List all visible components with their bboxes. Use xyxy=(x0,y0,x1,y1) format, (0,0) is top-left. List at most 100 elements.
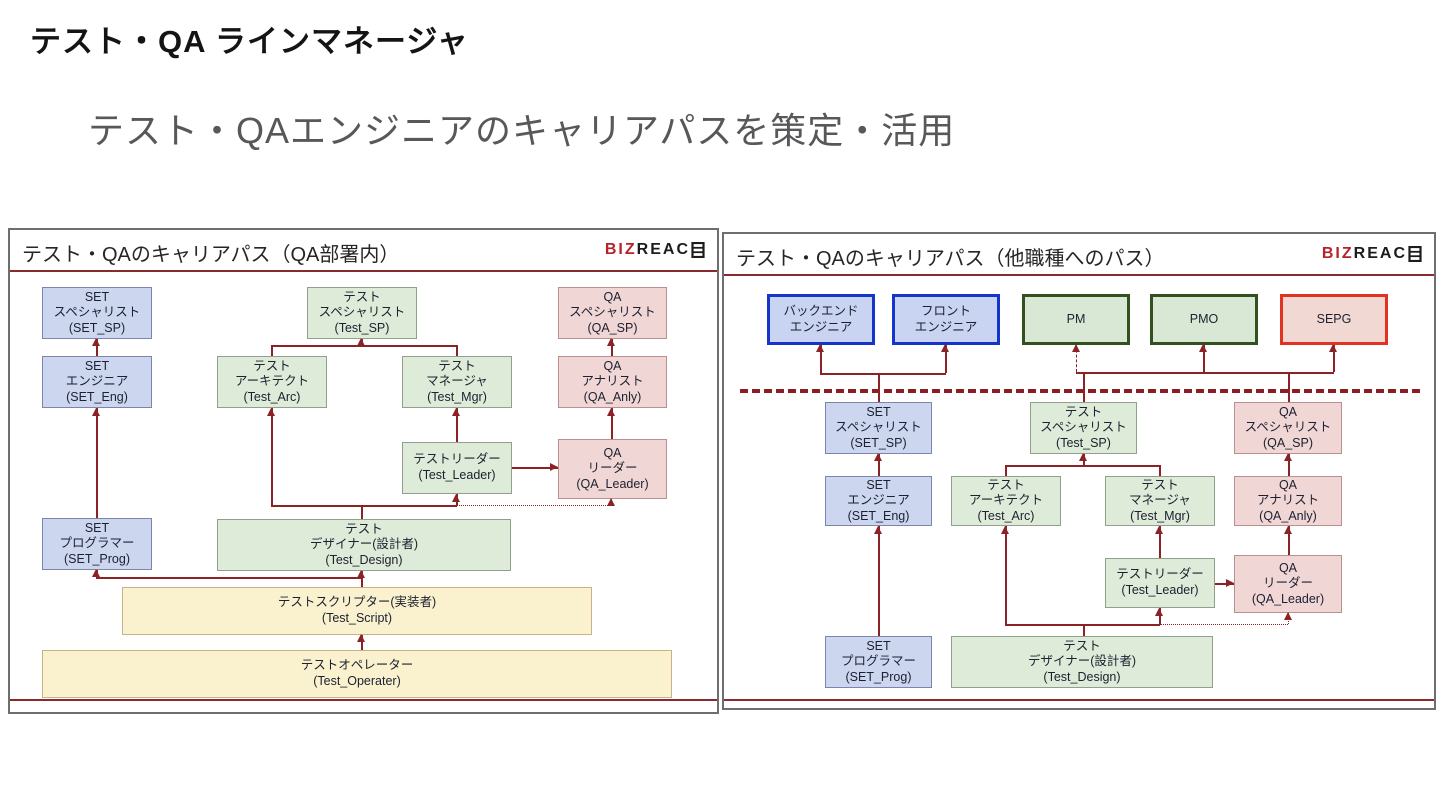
page-title: テスト・QA ラインマネージャ xyxy=(30,24,469,59)
node-right-qa-leader: QA リーダー (QA_Leader) xyxy=(1234,555,1342,613)
page-subtitle: テスト・QAエンジニアのキャリアパスを策定・活用 xyxy=(88,110,956,151)
arrowhead xyxy=(1155,608,1163,616)
node-right-backend-engineer: バックエンド エンジニア xyxy=(767,294,875,345)
logo-stylized-h-icon xyxy=(1408,246,1422,262)
node-left-qa-sp: QA スペシャリスト (QA_SP) xyxy=(558,287,667,339)
connector-pm-pmo-sepg-bus xyxy=(1076,372,1334,374)
header-rule xyxy=(724,274,1434,276)
node-right-set-eng: SET エンジニア (SET_Eng) xyxy=(825,476,932,526)
connector-setprog-seteng xyxy=(96,408,98,518)
connector-design-branch xyxy=(271,505,457,507)
connector-to-sepg xyxy=(1333,345,1335,372)
arrowhead xyxy=(267,408,275,416)
node-left-qa-leader: QA リーダー (QA_Leader) xyxy=(558,439,667,499)
arrowhead xyxy=(92,338,100,346)
connector-testleader-testmgr xyxy=(456,408,458,442)
panel-right-heading: テスト・QAのキャリアパス（他職種へのパス） xyxy=(736,248,1165,270)
connector-design-testleader xyxy=(1159,608,1161,624)
connector-testmgr-up xyxy=(1159,465,1161,476)
connector-seteng-setsp xyxy=(96,339,98,356)
arrowhead xyxy=(1199,344,1207,352)
arrowhead xyxy=(1329,344,1337,352)
node-left-set-eng: SET エンジニア (SET_Eng) xyxy=(42,356,152,408)
node-right-test-leader: テストリーダー (Test_Leader) xyxy=(1105,558,1215,608)
node-right-set-sp: SET スペシャリスト (SET_SP) xyxy=(825,402,932,454)
connector-testmgr-up xyxy=(456,345,458,356)
arrowhead xyxy=(1284,526,1292,534)
arrowhead xyxy=(1284,612,1292,620)
logo-text-reach: REAC xyxy=(636,241,690,258)
connector-design-qaleader-dotted xyxy=(1160,624,1288,625)
connector-operater-script xyxy=(361,635,363,650)
connector-testarc-up xyxy=(271,345,273,356)
arrowhead xyxy=(1079,453,1087,461)
arrowhead xyxy=(816,344,824,352)
arrowhead xyxy=(550,463,558,471)
connector-qasp-stem xyxy=(1288,372,1290,402)
connector-script-branch xyxy=(96,577,362,579)
arrowhead xyxy=(92,408,100,416)
arrowhead xyxy=(874,453,882,461)
connector-testleader-testmgr xyxy=(1159,526,1161,558)
connector-to-backend xyxy=(820,345,822,373)
node-right-test-arc: テスト アーキテクト (Test_Arc) xyxy=(951,476,1061,526)
connector-setsp-stem xyxy=(878,373,880,402)
connector-setprog-seteng xyxy=(878,526,880,636)
node-left-test-script: テストスクリプター(実装者) (Test_Script) xyxy=(122,587,592,635)
arrowhead xyxy=(357,570,365,578)
arrowhead xyxy=(357,338,365,346)
connector-to-pm-dashed xyxy=(1076,345,1077,372)
node-left-set-prog: SET プログラマー (SET_Prog) xyxy=(42,518,152,570)
connector-to-front xyxy=(945,345,947,373)
connector-design-stem xyxy=(1083,624,1085,636)
connector-qaanly-qasp xyxy=(1288,454,1290,476)
connector-qaanly-qasp xyxy=(611,339,613,356)
logo-text-biz: BIZ xyxy=(604,241,637,258)
node-right-qa-anly: QA アナリスト (QA_Anly) xyxy=(1234,476,1342,526)
arrowhead xyxy=(1001,526,1009,534)
arrowhead xyxy=(452,408,460,416)
connector-branch-testsp xyxy=(1005,465,1160,467)
arrowhead xyxy=(607,408,615,416)
arrowhead xyxy=(92,569,100,577)
arrowhead xyxy=(1155,526,1163,534)
connector-testsp-stem xyxy=(1083,372,1085,402)
node-left-test-sp: テスト スペシャリスト (Test_SP) xyxy=(307,287,417,339)
logo-stylized-h-icon xyxy=(691,242,705,258)
connector-qaleader-qaanly xyxy=(1288,526,1290,555)
node-left-test-design: テスト デザイナー(設計者) (Test_Design) xyxy=(217,519,511,571)
connector-to-pmo xyxy=(1203,345,1205,372)
node-right-sepg: SEPG xyxy=(1280,294,1388,345)
connector-setsp-engineers-branch xyxy=(820,373,946,375)
arrowhead xyxy=(607,498,615,506)
arrowhead xyxy=(1072,344,1080,352)
arrowhead xyxy=(1284,453,1292,461)
node-left-set-sp: SET スペシャリスト (SET_SP) xyxy=(42,287,152,339)
node-left-test-leader: テストリーダー (Test_Leader) xyxy=(402,442,512,494)
header-rule xyxy=(10,270,717,272)
footer-rule xyxy=(724,699,1434,701)
node-left-qa-anly: QA アナリスト (QA_Anly) xyxy=(558,356,667,408)
connector-script-stem xyxy=(361,577,363,587)
connector-design-testarc xyxy=(1005,526,1007,624)
node-right-test-mgr: テスト マネージャ (Test_Mgr) xyxy=(1105,476,1215,526)
arrowhead xyxy=(452,494,460,502)
node-right-pm: PM xyxy=(1022,294,1130,345)
node-left-test-arc: テスト アーキテクト (Test_Arc) xyxy=(217,356,327,408)
node-left-test-mgr: テスト マネージャ (Test_Mgr) xyxy=(402,356,512,408)
connector-design-testarc xyxy=(271,408,273,505)
connector-testleader-qaleader xyxy=(1215,583,1234,585)
connector-qaleader-qaanly xyxy=(611,408,613,439)
logo-text-biz: BIZ xyxy=(1321,245,1354,262)
connector-design-branch xyxy=(1005,624,1160,626)
node-right-qa-sp: QA スペシャリスト (QA_SP) xyxy=(1234,402,1342,454)
node-right-set-prog: SET プログラマー (SET_Prog) xyxy=(825,636,932,688)
logo-text-reach: REAC xyxy=(1353,245,1407,262)
connector-seteng-setsp xyxy=(878,454,880,476)
footer-rule xyxy=(10,699,717,701)
panel-left-heading: テスト・QAのキャリアパス（QA部署内） xyxy=(22,244,400,266)
